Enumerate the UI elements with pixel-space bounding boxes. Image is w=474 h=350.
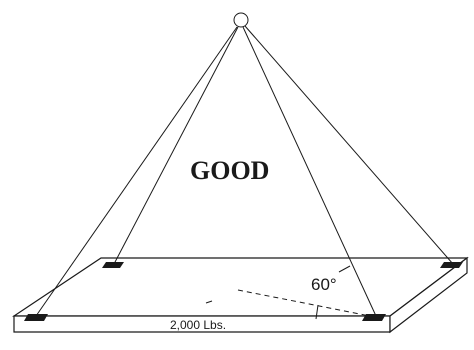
- lifting-hook-icon: [233, 12, 249, 28]
- diagram-title: GOOD: [190, 156, 269, 185]
- sling-front-right: [242, 26, 377, 317]
- sling-front-left: [35, 26, 238, 317]
- slings: [35, 25, 454, 317]
- sling-back-right: [244, 25, 454, 265]
- pad-front-right: [362, 314, 386, 321]
- angle-indicator: 60°: [205, 265, 371, 320]
- pick-points: [24, 262, 463, 321]
- load-weight-label: 2,000 Lbs.: [170, 318, 226, 332]
- sling-back-left: [113, 26, 239, 265]
- angle-arrow-upper: [338, 265, 351, 273]
- load-plate: [12, 256, 469, 334]
- pad-back-left: [102, 262, 124, 268]
- angle-tick: [205, 300, 213, 304]
- pad-front-left: [24, 314, 48, 321]
- angle-reference-dashed-line: [237, 289, 371, 317]
- angle-arrow-lower: [315, 304, 319, 320]
- angle-label: 60°: [311, 275, 337, 294]
- pad-back-right: [440, 262, 463, 268]
